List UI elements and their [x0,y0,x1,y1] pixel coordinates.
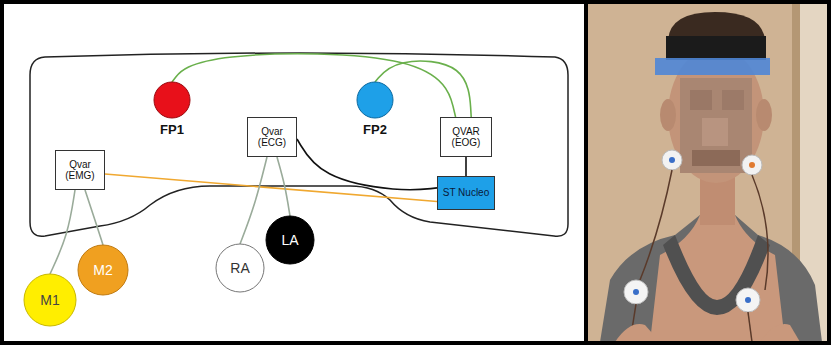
wire-connector [50,190,75,274]
wire-connector [172,54,456,117]
mcu-box: ST Nucleo [437,176,495,210]
electrode-circle: M2 [78,245,128,295]
sensor-box: QVAR (EOG) [440,117,492,157]
box-label: ST Nucleo [443,187,490,199]
circle-fill [357,82,393,118]
box-label: Qvar (EMG) [59,159,101,182]
electrode-label: FP2 [357,122,393,137]
sensor-box: Qvar (EMG) [55,150,105,190]
electrode-circle: FP1 [154,82,190,137]
wire-connector [297,139,437,190]
wire-connector [105,174,437,202]
circle-fill [266,216,314,264]
electrode-label: M2 [93,262,112,278]
electrode-circle: LA [266,216,314,264]
electrode-label: LA [281,232,298,248]
circle-fill [216,244,264,292]
wire-connector [277,157,290,216]
electrode-label: M1 [40,292,59,308]
wire-connector [85,190,103,245]
photo [588,4,828,342]
headband-outline [30,53,568,236]
wire-connector [240,157,267,244]
electrode-circle: M1 [24,274,76,326]
sensor-box: Qvar (ECG) [247,117,297,157]
electrode-circle: RA [216,244,264,292]
circle-fill [78,245,128,295]
electrode-circle: FP2 [357,82,393,137]
panel-divider [584,2,588,343]
electrode-label: RA [230,260,249,276]
electrode-label: FP1 [154,122,190,137]
box-label: QVAR (EOG) [444,126,488,149]
circle-shape [356,81,394,119]
circle-fill [24,274,76,326]
circle-fill [154,82,190,118]
circle-shape [153,81,191,119]
box-label: Qvar (ECG) [251,126,293,149]
wire-connector [465,157,467,176]
